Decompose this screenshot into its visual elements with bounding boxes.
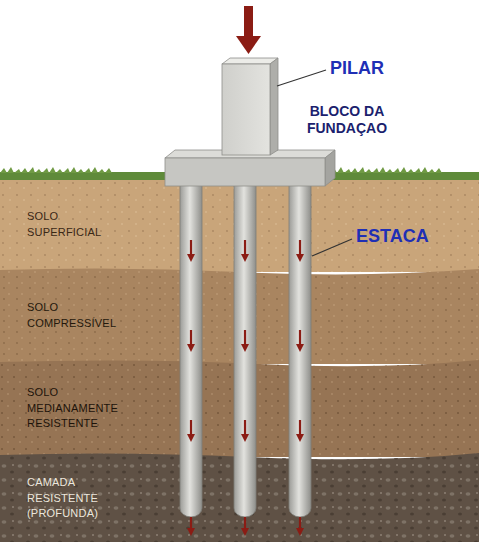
soil-layer: SOLO MEDIANAMENTE RESISTENTE	[0, 362, 479, 455]
callout-label: BLOCO DA FUNDAÇAO	[288, 103, 406, 137]
callout-label: ESTACA	[356, 226, 429, 248]
layer-name: SOLO SUPERFICIAL	[27, 209, 127, 241]
layer-name: SOLO MEDIANAMENTE RESISTENTE	[27, 385, 127, 433]
soil-layer: SOLO SUPERFICIAL	[0, 180, 479, 270]
callout-label: PILAR	[330, 58, 384, 80]
soil-layer: SOLO COMPRESSÍVEL	[0, 270, 479, 362]
layer-name: CAMADA RESISTENTE (PROFUNDA)	[27, 475, 127, 523]
soil-layer: CAMADA RESISTENTE (PROFUNDA)	[0, 455, 479, 542]
layer-name: SOLO COMPRESSÍVEL	[27, 300, 127, 332]
